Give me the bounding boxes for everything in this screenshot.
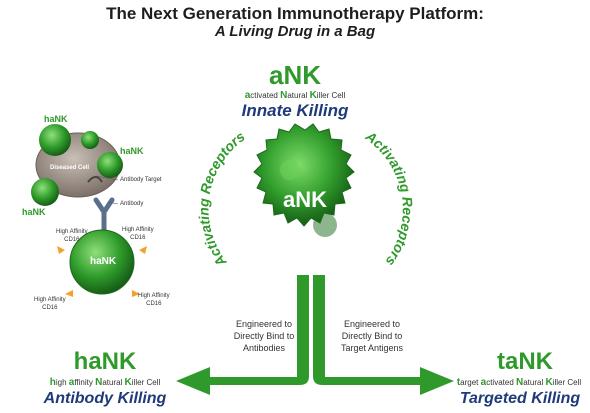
- top-acronym: activated Natural Killer Cell: [244, 90, 346, 101]
- inset-hank-label: haNK: [44, 114, 68, 124]
- inset-hank-cell: [31, 178, 59, 206]
- left-branch-arrow: [176, 275, 309, 395]
- inset-hank-cell: [97, 152, 123, 178]
- inset-hank-cell: [39, 124, 71, 156]
- top-product-name: aNK: [268, 60, 321, 90]
- right-mode-label: Targeted Killing: [459, 390, 581, 407]
- diagram-title: The Next Generation Immunotherapy Platfo…: [106, 4, 484, 23]
- right-acronym: target activated Natural Killer Cell: [456, 377, 582, 388]
- central-ank-cell: [253, 123, 355, 237]
- right-branch-arrow: [313, 275, 454, 395]
- diseased-cell-label: Diseased Cell: [50, 165, 90, 171]
- branch-arrows: [176, 275, 454, 395]
- receptors-left-label: Activating Receptors: [195, 128, 247, 271]
- right-product-name: taNK: [496, 348, 553, 375]
- inset-cell-name: haNK: [90, 256, 117, 267]
- inset-hank-cell: [81, 131, 99, 149]
- acr-initial: a: [244, 90, 251, 101]
- antibody-label: Antibody: [120, 201, 144, 207]
- central-cell-label: aNK: [282, 187, 327, 212]
- antibody-shape: [93, 197, 115, 235]
- hank-inset-illustration: [31, 124, 147, 297]
- inset-large-hank-cell: [69, 229, 135, 295]
- top-mode-label: Innate Killing: [241, 101, 349, 120]
- left-mode-label: Antibody Killing: [43, 390, 167, 407]
- inset-hank-label: haNK: [22, 207, 46, 217]
- receptors-right-label: Activating Receptors: [362, 127, 416, 269]
- antibody-target-label: Antibody Target: [120, 177, 162, 183]
- left-acronym: high affinity Natural Killer Cell: [49, 377, 161, 388]
- diagram-subtitle: A Living Drug in a Bag: [214, 23, 376, 40]
- left-product-name: haNK: [73, 348, 137, 375]
- inset-hank-label: haNK: [120, 146, 144, 156]
